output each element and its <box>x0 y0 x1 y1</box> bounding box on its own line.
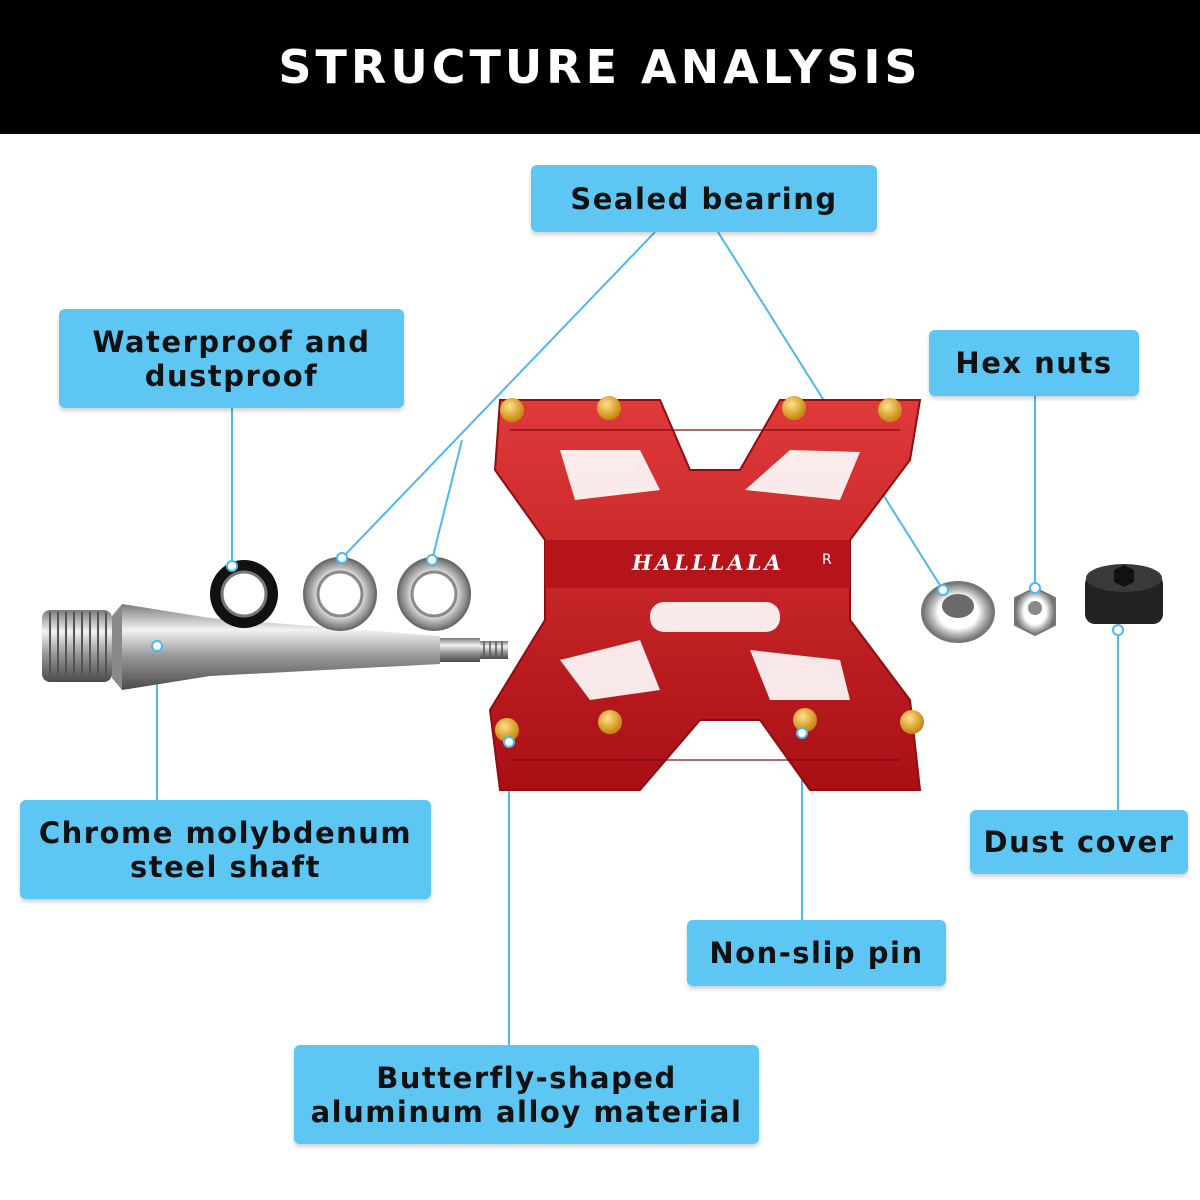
pin <box>878 398 902 422</box>
pin <box>782 396 806 420</box>
leader-sealed-bearing-left <box>341 231 656 559</box>
sealed-bearing-2 <box>397 557 471 631</box>
label-chrome-shaft: Chrome molybdenum steel shaft <box>20 800 431 899</box>
leader-endpoints <box>151 552 1124 748</box>
hex-nut-small <box>1014 586 1056 637</box>
pedal-brand: HALLLALA <box>631 550 784 575</box>
page-title: STRUCTURE ANALYSIS <box>278 40 922 94</box>
label-dust-cover: Dust cover <box>970 810 1188 874</box>
pin <box>597 396 621 420</box>
label-sealed-bearing: Sealed bearing <box>531 165 877 232</box>
pin <box>500 398 524 422</box>
dust-cover <box>1085 564 1163 624</box>
sealed-bearing-1 <box>303 557 377 631</box>
label-hex-nuts: Hex nuts <box>929 330 1139 396</box>
pin <box>900 710 924 734</box>
pin <box>598 710 622 734</box>
label-butterfly-material: Butterfly-shaped aluminum alloy material <box>294 1045 759 1144</box>
hex-nut-large <box>921 581 995 643</box>
leader-sealed-bearing-branch <box>431 439 463 561</box>
label-waterproof: Waterproof and dustproof <box>59 309 404 408</box>
pedal-body <box>488 399 922 791</box>
pin <box>495 718 519 742</box>
steel-shaft <box>42 604 508 690</box>
label-non-slip-pin: Non-slip pin <box>687 920 946 986</box>
header-banner: STRUCTURE ANALYSIS <box>0 0 1200 134</box>
waterproof-seal <box>210 560 278 628</box>
pin <box>793 708 817 732</box>
non-slip-pins <box>495 396 924 742</box>
pedal-trademark: R <box>822 552 832 568</box>
